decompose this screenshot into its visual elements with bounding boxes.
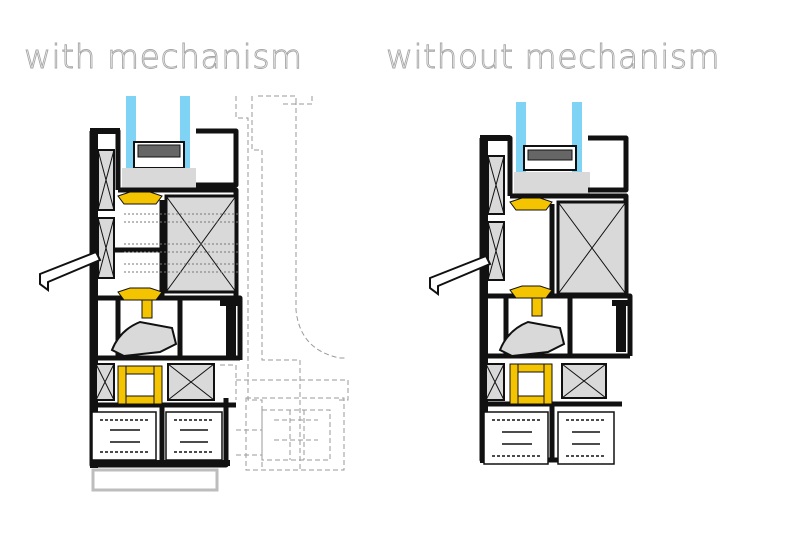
bottom-fixing-blocks-right: [483, 411, 615, 465]
sill-bracket-left: [39, 250, 102, 292]
main-insulation-box-right: [556, 200, 628, 296]
section-with-mechanism: [39, 95, 349, 492]
frame-solid-parts: [90, 128, 242, 468]
title-without-mechanism: without mechanism: [386, 37, 721, 76]
frame-solid-parts-right: [480, 135, 632, 463]
sash-gasket-right: [498, 320, 566, 358]
bottom-plate: [91, 468, 219, 492]
title-with-mechanism: with mechanism: [24, 37, 303, 76]
mechanism-screws: [124, 213, 240, 273]
sill-bracket-right: [429, 254, 492, 296]
glass-pane-right: [514, 102, 590, 194]
bottom-fixing-blocks: [91, 411, 223, 461]
lower-insulation: [95, 363, 215, 401]
mechanism-dashed-outline: [220, 95, 349, 471]
section-without-mechanism: [429, 102, 633, 465]
yellow-gaskets: [117, 191, 163, 405]
lower-insulation-right: [485, 363, 607, 401]
left-insulation-right: [487, 155, 505, 281]
yellow-gaskets-right: [509, 197, 553, 405]
sash-gasket: [110, 320, 178, 358]
left-insulation: [97, 149, 115, 279]
glass-pane: [122, 96, 196, 190]
